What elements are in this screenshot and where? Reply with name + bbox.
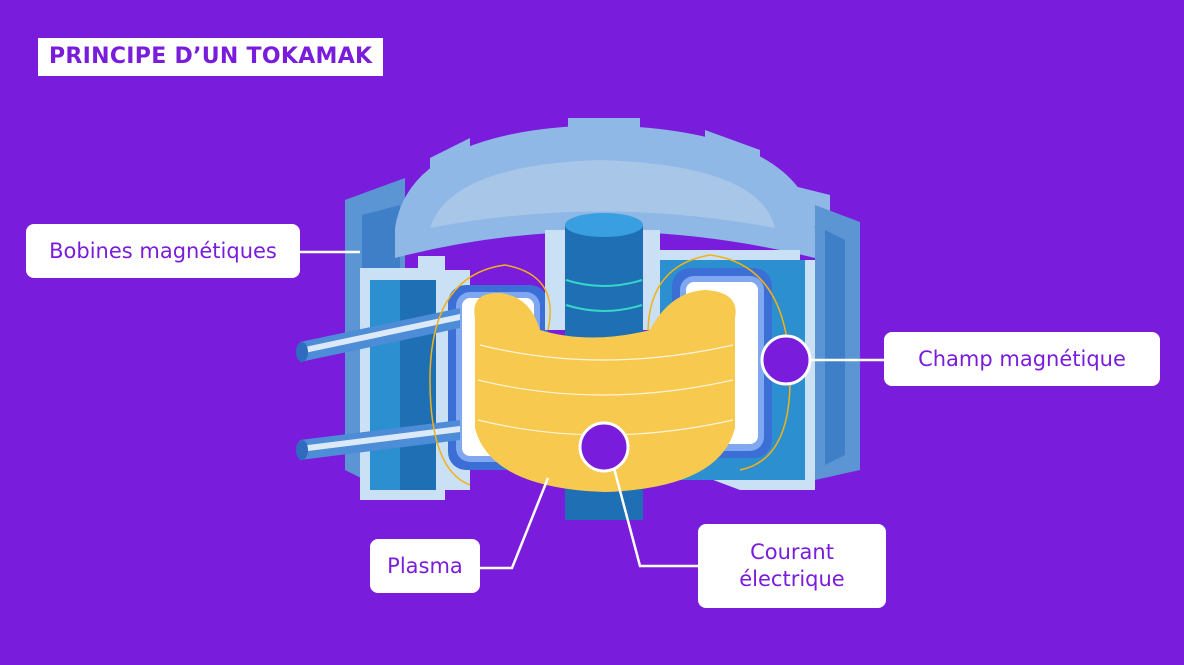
- injection-pipes: [296, 308, 460, 460]
- label-magnetic-coils: Bobines magnétiques: [26, 224, 300, 278]
- current-callout-circle: [578, 421, 630, 473]
- label-magnetic-field: Champ magnétique: [884, 332, 1160, 386]
- label-electric-current: Courant électrique: [698, 524, 886, 608]
- central-solenoid: [545, 213, 660, 520]
- top-ring: [395, 125, 815, 258]
- diagram-title: PRINCIPE D’UN TOKAMAK: [38, 38, 384, 76]
- leader-lines: [300, 250, 884, 570]
- label-electric-current-line2: électrique: [739, 567, 845, 591]
- field-callout-circle: [760, 334, 812, 386]
- label-electric-current-line1: Courant: [750, 540, 834, 564]
- label-plasma: Plasma: [370, 539, 480, 593]
